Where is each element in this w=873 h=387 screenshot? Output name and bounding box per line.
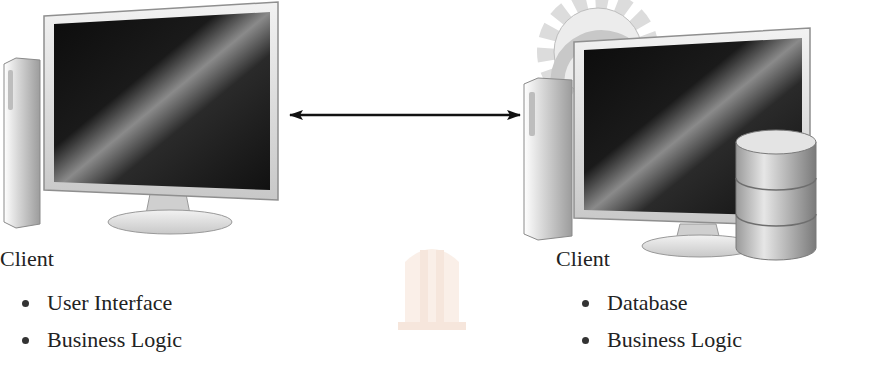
double-arrow [290,114,520,117]
bullet-text: Database [607,290,688,316]
bullet-dot [582,300,589,307]
bullet-item: Business Logic [22,327,182,353]
watermark-emblem [398,249,466,330]
bullet-item: Business Logic [582,327,742,353]
bullet-dot [582,337,589,344]
bullet-text: Business Logic [47,327,182,353]
bullet-dot [22,337,29,344]
node-heading: Client [556,246,610,272]
computer-node: ClientUser InterfaceBusiness Logic [0,0,290,387]
computer-node: ClientDatabaseBusiness Logic [520,0,830,387]
bullet-dot [22,300,29,307]
left-computer [4,2,278,234]
bullet-text: User Interface [47,290,172,316]
bullet-item: User Interface [22,290,172,316]
right-computer [524,0,816,260]
bullet-item: Database [582,290,688,316]
node-heading: Client [0,246,54,272]
bullet-text: Business Logic [607,327,742,353]
